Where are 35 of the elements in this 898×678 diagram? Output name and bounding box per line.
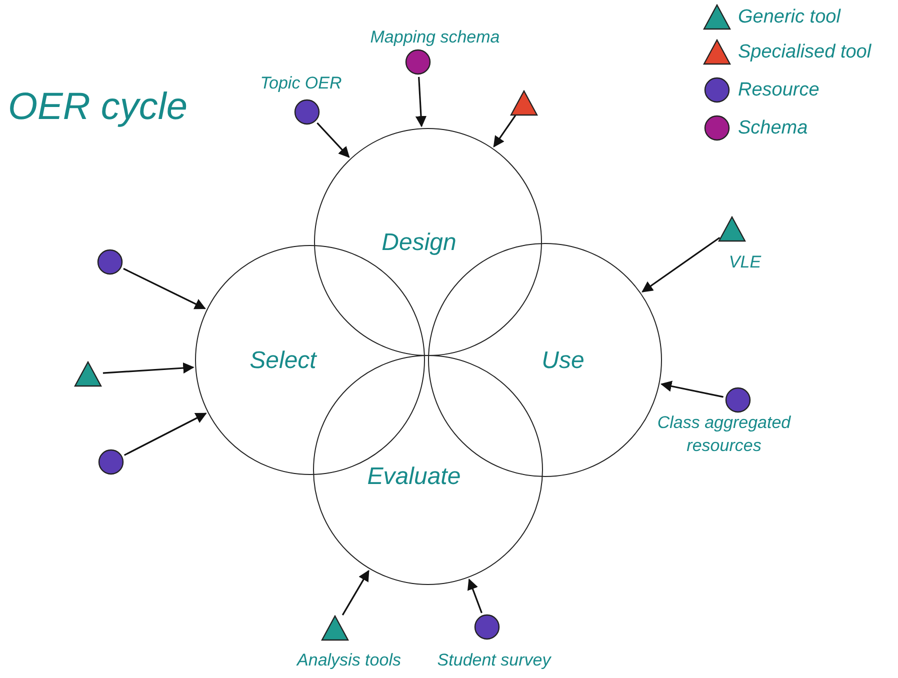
dot-marker [405,49,431,75]
marker-label: Topic OER [259,72,343,95]
stage-label: Use [542,349,584,373]
arrow [642,236,720,292]
triangle-marker [321,615,349,641]
dot-marker [97,249,123,275]
triangle-marker [74,361,102,387]
legend-label: Schema [738,118,808,138]
marker-label: Class aggregated resources [656,412,792,457]
stage-label: Design [382,231,456,255]
arrow [342,570,370,616]
arrow [467,578,482,614]
arrow [123,268,206,310]
arrow [493,114,516,148]
stage-label: Evaluate [367,465,461,489]
marker-label: Analysis tools [295,650,402,672]
dot-marker [474,614,500,640]
arrow [316,122,350,158]
triangle-marker [718,216,746,242]
arrow [660,380,724,398]
title: OER cycle [8,88,188,126]
triangle-marker [510,90,538,116]
legend-label: Resource [738,80,820,100]
dot-marker [98,449,124,475]
arrow [102,362,194,374]
arrow [124,412,207,456]
dot-marker [725,387,751,413]
marker-label: Mapping schema [369,26,501,49]
stage-label: Select [250,349,316,373]
legend-label: Generic tool [738,8,840,26]
marker-label: VLE [728,252,762,274]
legend-label: Specialised tool [738,42,872,62]
marker-label: Student survey [436,650,552,672]
dot-marker [294,99,320,125]
arrow [415,76,427,128]
